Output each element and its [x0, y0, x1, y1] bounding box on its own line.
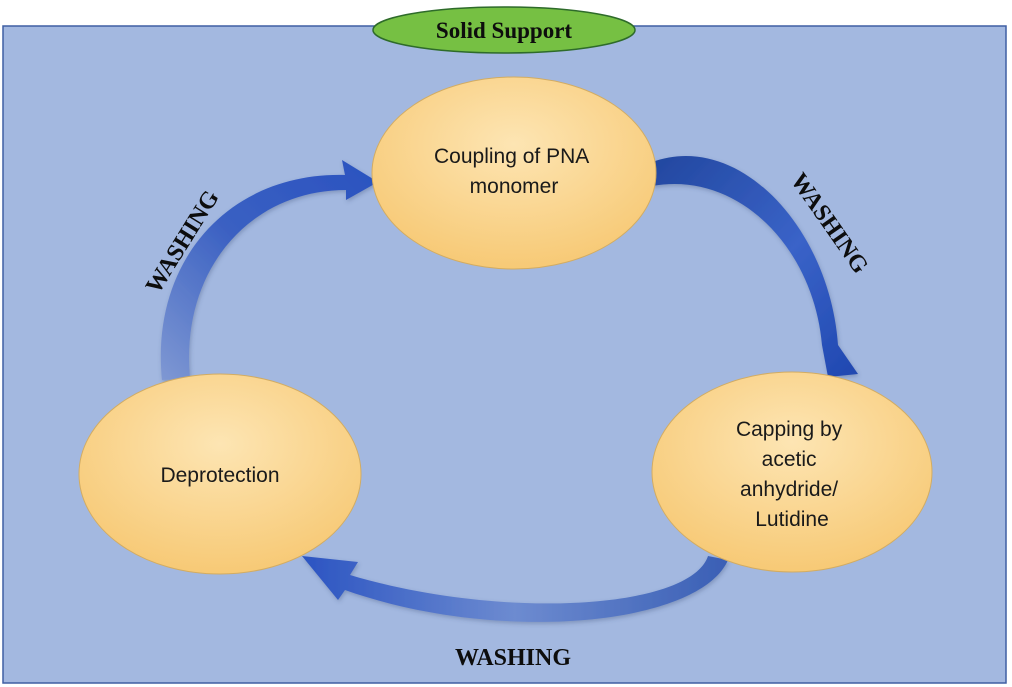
node-capping-ellipse — [651, 371, 933, 573]
header-ellipse — [372, 6, 636, 54]
washing-label-bottom: WASHING — [455, 645, 571, 671]
node-deprotection: Deprotection — [78, 373, 362, 575]
arrow-bottom-shape — [302, 556, 728, 622]
node-deprotection-ellipse — [78, 373, 362, 575]
node-coupling: Coupling of PNA monomer — [371, 76, 657, 270]
node-deprotection-label: Deprotection — [160, 464, 279, 487]
node-capping-line-4: Lutidine — [755, 508, 829, 531]
arrow-top-right-shape — [652, 155, 858, 377]
node-coupling-line-2: monomer — [470, 175, 559, 198]
node-coupling-ellipse — [371, 76, 657, 270]
node-capping-line-2: acetic — [762, 448, 817, 471]
node-capping-line-1: Capping by — [736, 418, 843, 441]
arrow-left-shape — [160, 160, 378, 380]
node-coupling-line-1: Coupling of PNA — [434, 145, 589, 168]
header-label: Solid Support — [436, 18, 572, 43]
node-deprotection-line-1: Deprotection — [160, 464, 279, 487]
node-coupling-label: Coupling of PNA monomer — [434, 145, 594, 198]
node-capping: Capping by acetic anhydride/ Lutidine — [651, 371, 933, 573]
node-capping-label: Capping by acetic anhydride/ Lutidine — [736, 418, 848, 531]
washing-arrow-bottom: WASHING — [302, 556, 728, 671]
solid-support-header: Solid Support — [372, 6, 636, 54]
node-capping-line-3: anhydride/ — [740, 478, 838, 501]
